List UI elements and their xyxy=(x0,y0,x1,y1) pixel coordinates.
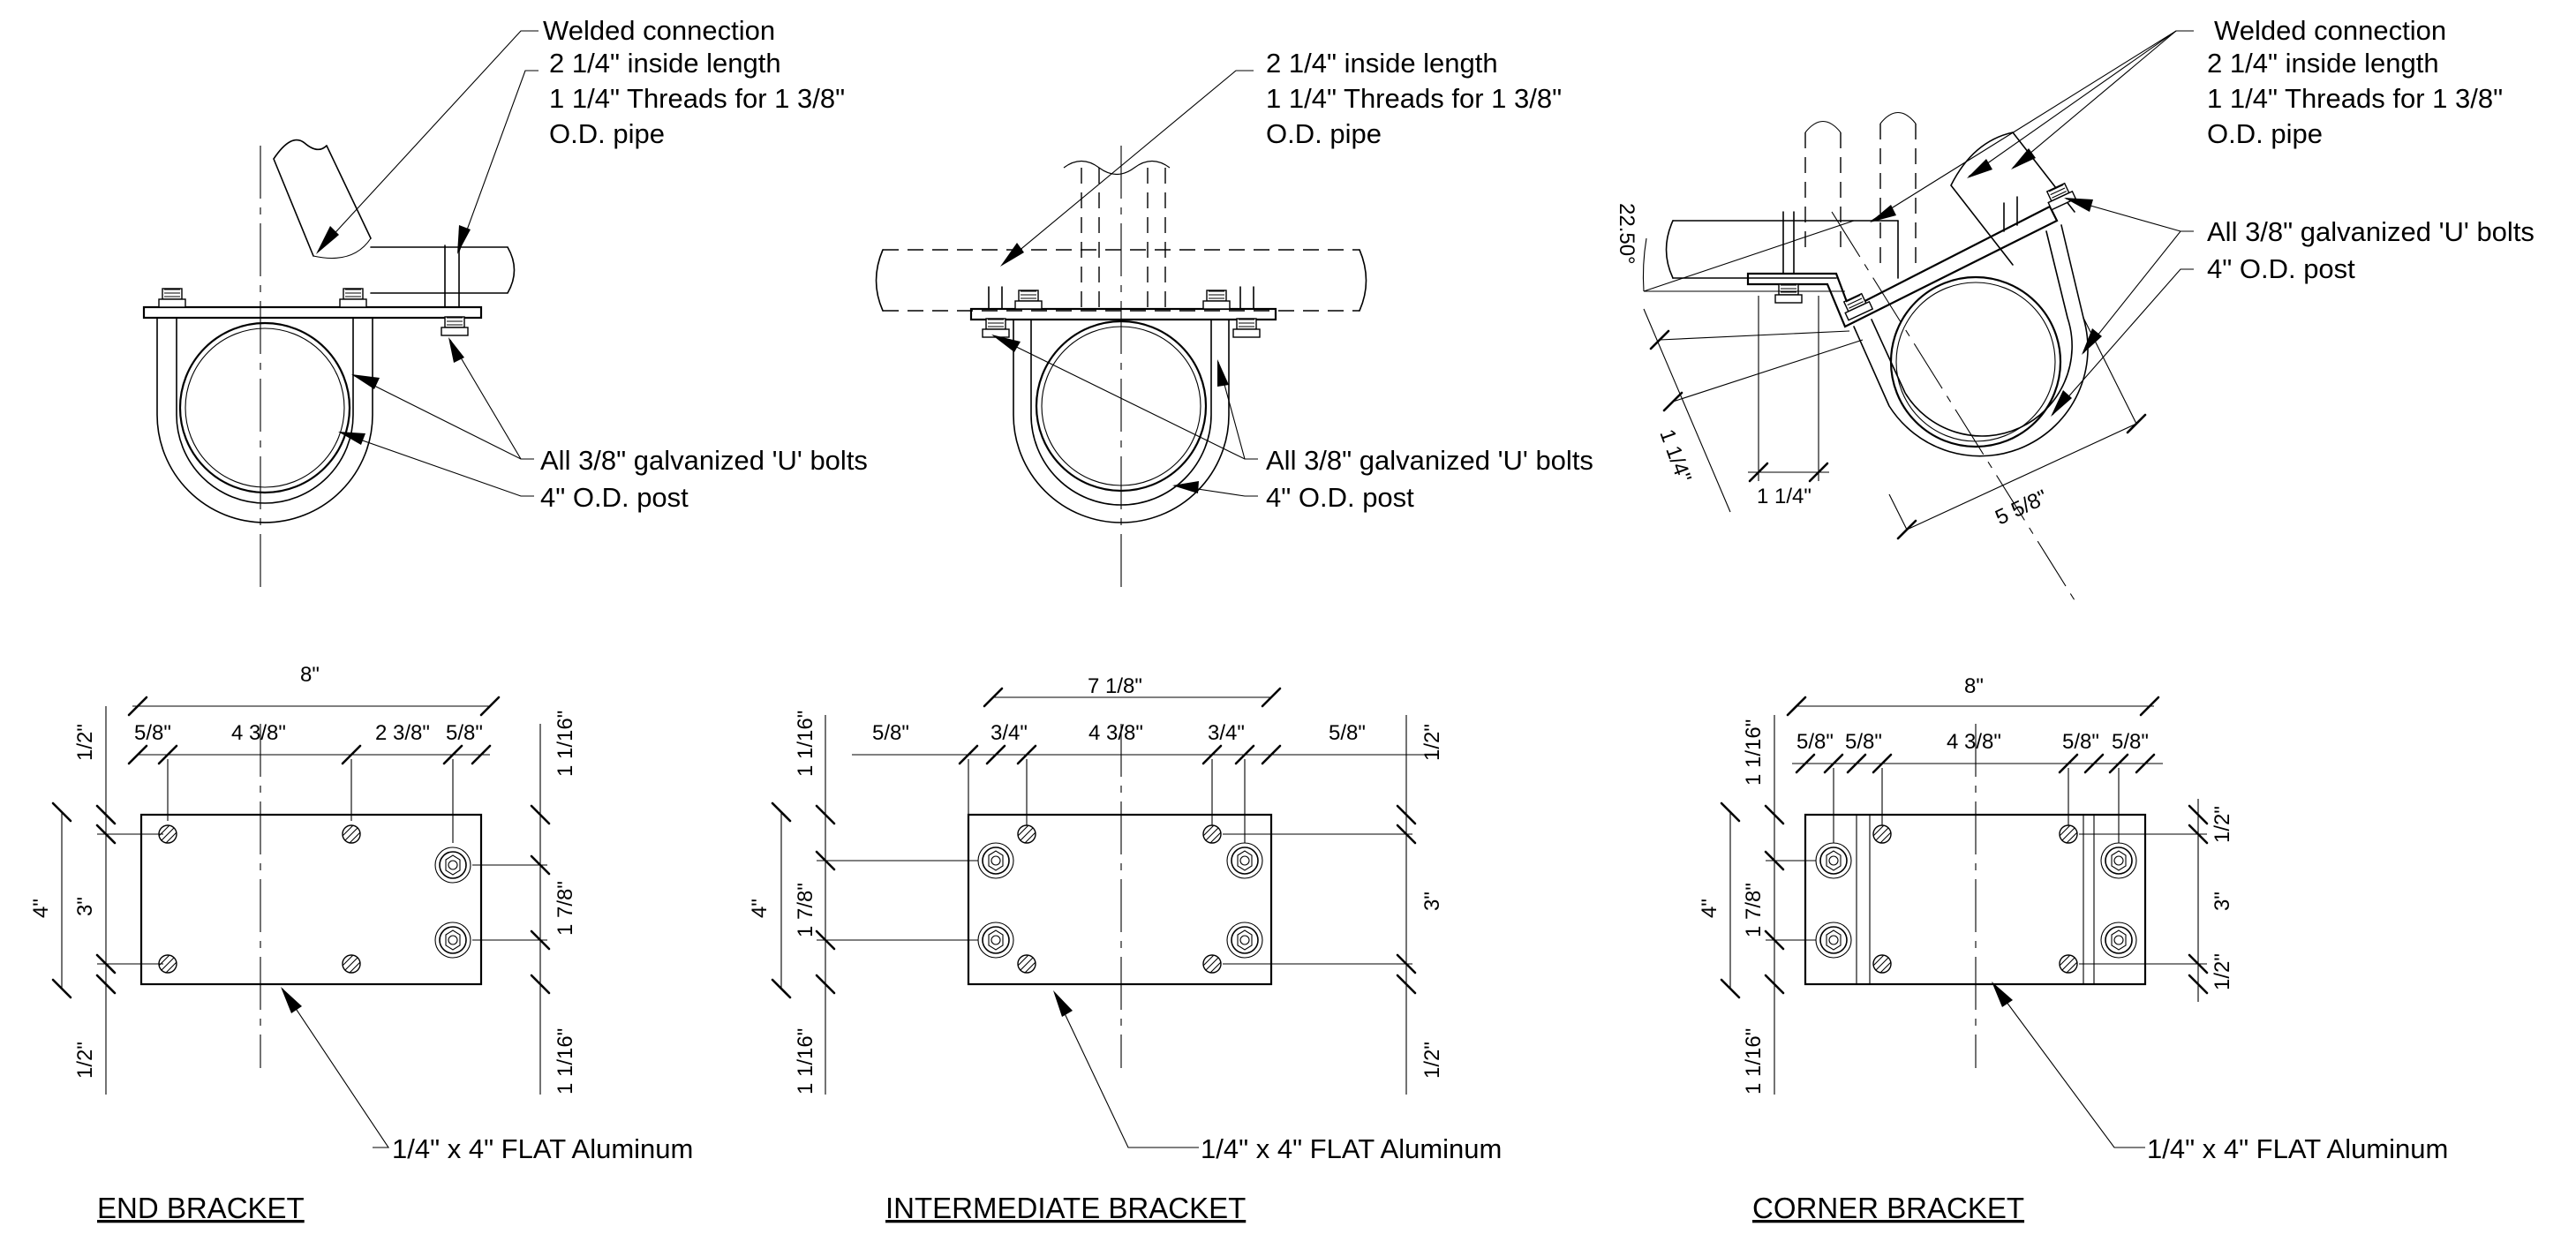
material-note: 1/4" x 4" FLAT Aluminum xyxy=(392,1133,693,1164)
dim-right: 1 7/8" xyxy=(554,881,577,936)
branch-pipe xyxy=(273,139,372,257)
dim-left: 1 7/8" xyxy=(1742,883,1766,937)
callout-u-bolts: All 3/8" galvanized 'U' bolts xyxy=(540,445,868,476)
dim-overall: 7 1/8" xyxy=(1088,674,1142,698)
dim-overall: 8" xyxy=(1964,674,1984,698)
callout-threads: 1 1/4" Threads for 1 3/8" xyxy=(549,83,845,114)
dim-left: 1/2" xyxy=(73,1042,97,1079)
dim-left: 1/2" xyxy=(73,724,97,761)
dim-top: 5/8" xyxy=(2112,730,2149,754)
u-bolt-nut xyxy=(158,288,186,308)
rail-pipe xyxy=(370,246,516,294)
dim-right: 1/2" xyxy=(2211,806,2234,843)
dim-right: 1/2" xyxy=(1420,724,1444,761)
u-bolt xyxy=(156,317,373,523)
dim-top: 4 3/8" xyxy=(231,721,286,745)
title-corner-bracket: CORNER BRACKET xyxy=(1752,1192,2024,1224)
plate-outline xyxy=(967,813,1273,986)
end-bracket-elevation xyxy=(142,139,516,587)
dim-right: 1/2" xyxy=(2211,953,2234,990)
rail-pipe-phantom xyxy=(883,249,1360,312)
callout-post: 4" O.D. post xyxy=(2207,253,2355,284)
intermediate-bracket-elevation xyxy=(875,146,1367,587)
dim-post-width: 5 5/8" xyxy=(1992,485,2052,530)
dim-top: 5/8" xyxy=(872,721,909,745)
intermediate-bracket-plan xyxy=(771,687,1426,1148)
title-end-bracket: END BRACKET xyxy=(97,1192,305,1224)
dim-left: 4" xyxy=(29,899,53,918)
dim-top: 5/8" xyxy=(2062,730,2099,754)
dim-right: 1/2" xyxy=(1420,1042,1444,1079)
u-bolt-nut xyxy=(441,316,469,336)
material-note: 1/4" x 4" FLAT Aluminum xyxy=(1201,1133,1502,1164)
dim-left: 4" xyxy=(748,899,772,918)
end-bracket-plan xyxy=(51,696,551,1148)
dim-top: 2 3/8" xyxy=(375,721,430,745)
top-callouts: Welded connection 2 1/4" inside length 1… xyxy=(540,15,2535,530)
dim-left: 3" xyxy=(73,897,97,916)
callout-od-pipe: O.D. pipe xyxy=(2207,118,2323,149)
callout-od-pipe: O.D. pipe xyxy=(1266,118,1382,149)
dim-left: 1 1/16" xyxy=(794,711,817,777)
callout-inside-length: 2 1/4" inside length xyxy=(549,48,781,79)
dim-left: 1 1/16" xyxy=(1742,1028,1766,1095)
u-bolt xyxy=(1853,224,2089,457)
corner-bracket-plan xyxy=(1720,696,2209,1148)
callout-inside-length: 2 1/4" inside length xyxy=(1266,48,1498,79)
dim-slanted: 1 1/4" xyxy=(1654,426,1696,485)
dim-top: 5/8" xyxy=(1845,730,1882,754)
callout-welded: Welded connection xyxy=(2214,15,2446,46)
dim-overall: 8" xyxy=(300,663,320,687)
bracket-plate xyxy=(142,305,483,320)
u-bolt xyxy=(1013,319,1230,523)
post-circle xyxy=(1035,320,1208,493)
dim-right: 1 1/16" xyxy=(554,1028,577,1095)
callout-threads: 1 1/4" Threads for 1 3/8" xyxy=(2207,83,2503,114)
top-leaders xyxy=(316,30,2194,497)
material-note: 1/4" x 4" FLAT Aluminum xyxy=(2147,1133,2448,1164)
dim-top: 5/8" xyxy=(1329,721,1366,745)
dim-right: 1 1/16" xyxy=(554,711,577,777)
rail-pipe xyxy=(1672,220,1899,279)
dim-top: 5/8" xyxy=(446,721,483,745)
u-bolt-nut xyxy=(339,288,367,308)
dim-left: 4" xyxy=(1698,899,1721,918)
dim-top: 4 3/8" xyxy=(1947,730,2001,754)
callout-u-bolts: All 3/8" galvanized 'U' bolts xyxy=(1266,445,1593,476)
plate-outline xyxy=(139,813,483,986)
dim-horizontal: 1 1/4" xyxy=(1757,485,1811,508)
dim-left: 1 7/8" xyxy=(794,883,817,937)
post-circle xyxy=(178,321,351,494)
callout-od-pipe: O.D. pipe xyxy=(549,118,665,149)
dim-top: 4 3/8" xyxy=(1088,721,1143,745)
plan-dimension-labels: 8" 5/8" 4 3/8" 2 3/8" 5/8" 1/2" 4" 3" 1/… xyxy=(29,663,2234,1095)
dim-right: 3" xyxy=(2211,892,2234,911)
dim-top: 5/8" xyxy=(1796,730,1834,754)
dim-right: 3" xyxy=(1420,892,1444,911)
callout-inside-length: 2 1/4" inside length xyxy=(2207,48,2439,79)
title-intermediate-bracket: INTERMEDIATE BRACKET xyxy=(885,1192,1246,1224)
dim-top: 3/4" xyxy=(990,721,1028,745)
post-circle xyxy=(1889,275,2062,448)
plate-outline xyxy=(1804,813,2147,986)
callout-u-bolts: All 3/8" galvanized 'U' bolts xyxy=(2207,216,2535,247)
dim-left: 1 1/16" xyxy=(794,1028,817,1095)
callout-threads: 1 1/4" Threads for 1 3/8" xyxy=(1266,83,1562,114)
dim-top: 3/4" xyxy=(1208,721,1245,745)
dim-top: 5/8" xyxy=(134,721,171,745)
callout-welded: Welded connection xyxy=(543,15,775,46)
dim-left: 1 1/16" xyxy=(1742,719,1766,786)
corner-bracket-elevation xyxy=(1642,111,2147,601)
plan-notes: 1/4" x 4" FLAT Aluminum 1/4" x 4" FLAT A… xyxy=(97,1133,2448,1224)
callout-post: 4" O.D. post xyxy=(540,482,689,513)
dim-angle: 22.50° xyxy=(1615,203,1638,265)
bracket-plate xyxy=(969,307,1277,321)
callout-post: 4" O.D. post xyxy=(1266,482,1414,513)
